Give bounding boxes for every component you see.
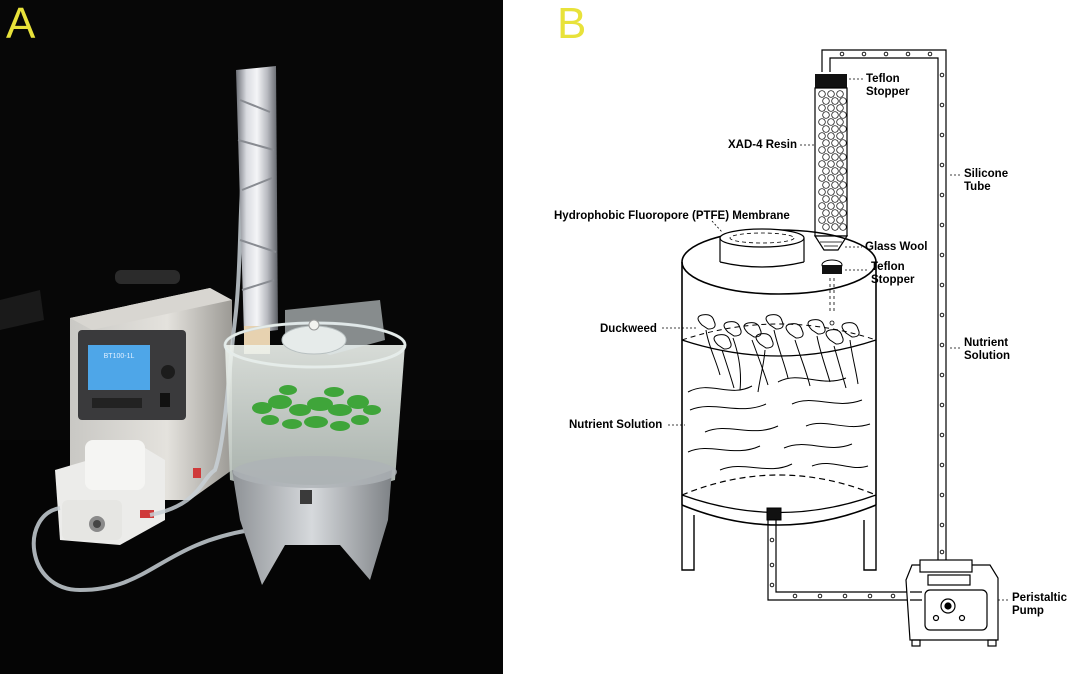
label-silicone-2: Tube	[964, 181, 991, 193]
silicone-tube-icon	[767, 49, 947, 601]
label-silicone-1: Silicone	[964, 168, 1009, 180]
label-glass-wool: Glass Wool	[865, 241, 928, 253]
cylindrical-tank-icon	[681, 228, 877, 571]
label-teflon-top-1: Teflon	[866, 73, 900, 85]
panel-a-letter: A	[6, 0, 36, 48]
label-duckweed: Duckweed	[600, 323, 657, 335]
label-nutrient-left: Nutrient Solution	[569, 419, 663, 431]
label-teflon-top-2: Stopper	[866, 86, 910, 98]
label-nutrient-right-1: Nutrient	[964, 337, 1009, 349]
peristaltic-pump-icon	[905, 559, 999, 647]
panel-b-letter: B	[557, 0, 587, 48]
resin-column-icon	[813, 74, 849, 326]
label-teflon-mid-1: Teflon	[871, 261, 905, 273]
label-teflon-mid-2: Stopper	[871, 274, 915, 286]
label-nutrient-right-2: Solution	[964, 350, 1010, 362]
schematic-diagram	[503, 0, 1078, 674]
label-ptfe-membrane: Hydrophobic Fluoropore (PTFE) Membrane	[554, 210, 790, 222]
label-pump-1: Peristaltic	[1012, 592, 1067, 604]
device-model-text: BT100-1L	[104, 353, 135, 360]
photo-of-setup: BT100-1L	[0, 0, 503, 674]
label-pump-2: Pump	[1012, 605, 1044, 617]
duckweed-icon	[697, 314, 860, 393]
tube-dots	[769, 51, 945, 599]
label-xad4-resin: XAD-4 Resin	[728, 139, 798, 151]
